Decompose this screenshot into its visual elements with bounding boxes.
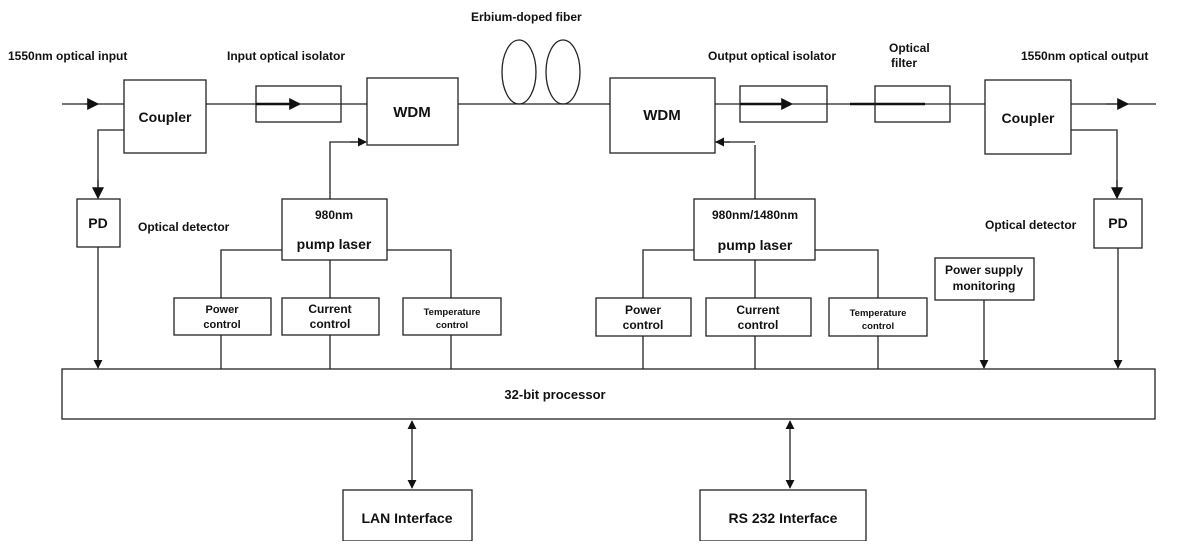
pd-left-label: PD [88,215,107,231]
processor-box [61,368,1156,420]
pump-laser-left-label-2: pump laser [297,236,372,252]
power-control-right-label-1: Power [625,303,661,317]
wdm-left-label: WDM [393,104,431,121]
power-supply-monitoring-label-2: monitoring [953,279,1016,293]
temperature-control-left-label-2: control [436,320,468,331]
coupler-left-box [123,79,207,154]
coupler-left-to-pd-line [97,129,124,196]
pump-laser-left-label-1: 980nm [315,208,353,222]
optical-detector-right-label: Optical detector [985,218,1077,232]
current-control-right-label-1: Current [736,303,779,317]
erbium-fiber-label: Erbium-doped fiber [471,10,582,24]
coupler-left-label: Coupler [139,109,192,125]
fiber-coil-1 [501,39,537,105]
pump-left-to-power-line [220,249,282,298]
coupler-right-label: Coupler [1002,110,1055,126]
power-control-left-label-2: control [203,319,240,331]
pump-right-to-temp-line [815,249,879,298]
coupler-right-box [984,79,1072,155]
pump-left-to-wdm-line [329,141,362,199]
temperature-control-left-box [402,297,502,336]
current-control-left-label-1: Current [308,302,351,316]
rs232-interface-box [699,489,867,542]
current-control-left-box [281,297,380,336]
pump-right-to-power-line [642,249,694,298]
lan-interface-box [342,489,473,542]
optical-filter-label-1: Optical [889,41,930,55]
lan-interface-label: LAN Interface [361,510,452,526]
fiber-coil-2 [545,39,581,105]
rs232-interface-label: RS 232 Interface [729,510,838,526]
optical-detector-left-label: Optical detector [138,220,230,234]
power-control-left-box [173,297,272,336]
power-control-right-label-2: control [623,318,664,332]
power-supply-monitoring-label-1: Power supply [945,263,1023,277]
wdm-right-label: WDM [643,107,681,124]
pd-left-box [76,198,121,248]
wdm-right-box [609,77,716,154]
coupler-right-to-pd-line [1071,129,1118,196]
output-label: 1550nm optical output [1021,49,1148,63]
current-control-right-label-2: control [738,318,779,332]
output-isolator-label: Output optical isolator [708,49,836,63]
pump-laser-left-box [281,198,388,261]
current-control-left-label-2: control [310,317,351,331]
pump-laser-right-label-1: 980nm/1480nm [712,208,798,222]
power-control-left-label-1: Power [205,304,239,316]
optical-filter-label-2: filter [891,56,917,70]
power-control-right-box [595,297,692,337]
pump-left-to-temp-line [387,249,452,298]
input-label: 1550nm optical input [8,49,127,63]
pd-right-box [1093,198,1143,249]
processor-label: 32-bit processor [504,387,605,402]
input-isolator-label: Input optical isolator [227,49,345,63]
current-control-right-box [705,297,812,337]
pump-laser-right-label-2: pump laser [718,237,793,253]
temperature-control-left-label-1: Temperature [424,307,481,318]
wdm-left-box [366,77,459,146]
temperature-control-right-label-2: control [862,321,894,332]
pd-right-label: PD [1108,215,1127,231]
temperature-control-right-label-1: Temperature [850,308,907,319]
